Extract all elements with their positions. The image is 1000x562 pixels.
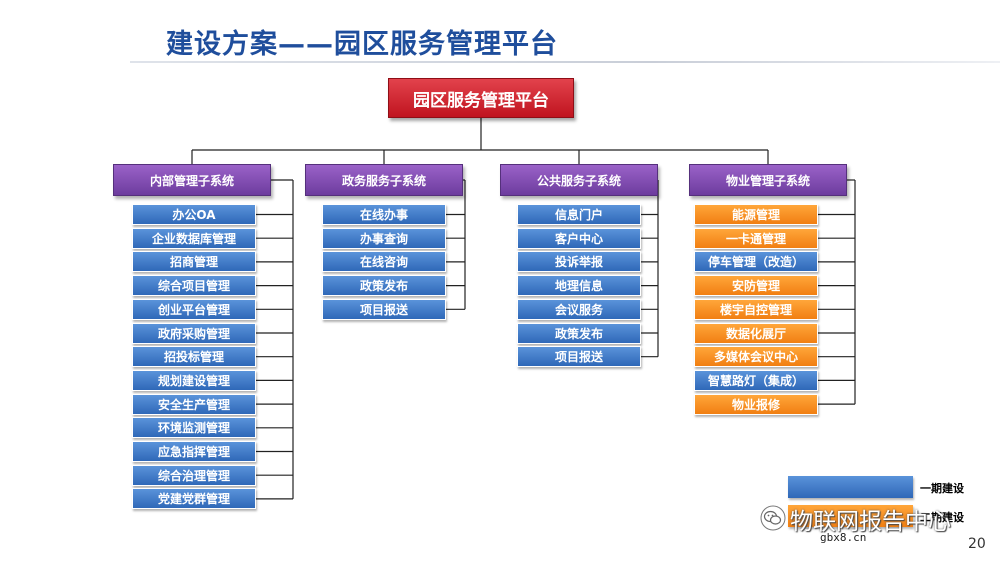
- page-number: 20: [968, 536, 986, 552]
- subsystem-item: 地理信息: [517, 275, 641, 297]
- legend-swatch-phase2: [788, 505, 913, 527]
- subsystem-header: 公共服务子系统: [500, 164, 658, 196]
- subsystem-item: 数据化展厅: [694, 322, 818, 344]
- subsystem-item: 项目报送: [322, 298, 446, 320]
- subsystem-item: 停车管理（改造）: [694, 251, 818, 273]
- legend-label-phase1: 一期建设: [920, 482, 964, 495]
- subsystem-item: 企业数据库管理: [132, 227, 256, 249]
- subsystem-item: 办事查询: [322, 227, 446, 249]
- subsystem-item: 创业平台管理: [132, 298, 256, 320]
- watermark-text: 物联网报告中心: [790, 509, 951, 535]
- subsystem-item: 信息门户: [517, 204, 641, 225]
- legend-label-phase2: 二期建设: [920, 511, 964, 524]
- subsystem-item: 投诉举报: [517, 251, 641, 273]
- subsystem-header: 内部管理子系统: [113, 164, 271, 196]
- subsystem-item: 综合项目管理: [132, 275, 256, 297]
- watermark-url: gbx8.cn: [820, 531, 867, 544]
- subsystem-item: 党建党群管理: [132, 488, 256, 510]
- subsystem-item: 政府采购管理: [132, 322, 256, 344]
- wechat-icon: [760, 505, 786, 531]
- subsystem-item: 环境监测管理: [132, 417, 256, 439]
- subsystem-item: 智慧路灯（集成）: [694, 369, 818, 391]
- subsystem-item: 物业报修: [694, 393, 818, 415]
- root-node: 园区服务管理平台: [388, 78, 574, 118]
- legend-swatch-phase1: [788, 476, 913, 498]
- subsystem-item: 楼宇自控管理: [694, 298, 818, 320]
- title-divider: [130, 61, 1000, 63]
- subsystem-item: 政策发布: [517, 322, 641, 344]
- subsystem-item: 应急指挥管理: [132, 441, 256, 462]
- subsystem-item: 政策发布: [322, 275, 446, 297]
- subsystem-item: 规划建设管理: [132, 369, 256, 391]
- subsystem-item: 在线咨询: [322, 251, 446, 273]
- subsystem-item: 项目报送: [517, 346, 641, 368]
- subsystem-header: 政务服务子系统: [305, 164, 463, 196]
- subsystem-item: 客户中心: [517, 227, 641, 249]
- subsystem-item: 招投标管理: [132, 346, 256, 368]
- subsystem-item: 招商管理: [132, 251, 256, 273]
- subsystem-item: 多媒体会议中心: [694, 346, 818, 368]
- subsystem-item: 安防管理: [694, 275, 818, 297]
- subsystem-item: 一卡通管理: [694, 227, 818, 249]
- subsystem-item: 能源管理: [694, 204, 818, 225]
- subsystem-item: 在线办事: [322, 204, 446, 225]
- subsystem-item: 综合治理管理: [132, 464, 256, 486]
- subsystem-item: 办公OA: [132, 204, 256, 225]
- subsystem-item: 安全生产管理: [132, 393, 256, 415]
- subsystem-header: 物业管理子系统: [689, 164, 847, 196]
- page-title: 建设方案——园区服务管理平台: [166, 29, 558, 60]
- subsystem-item: 会议服务: [517, 298, 641, 320]
